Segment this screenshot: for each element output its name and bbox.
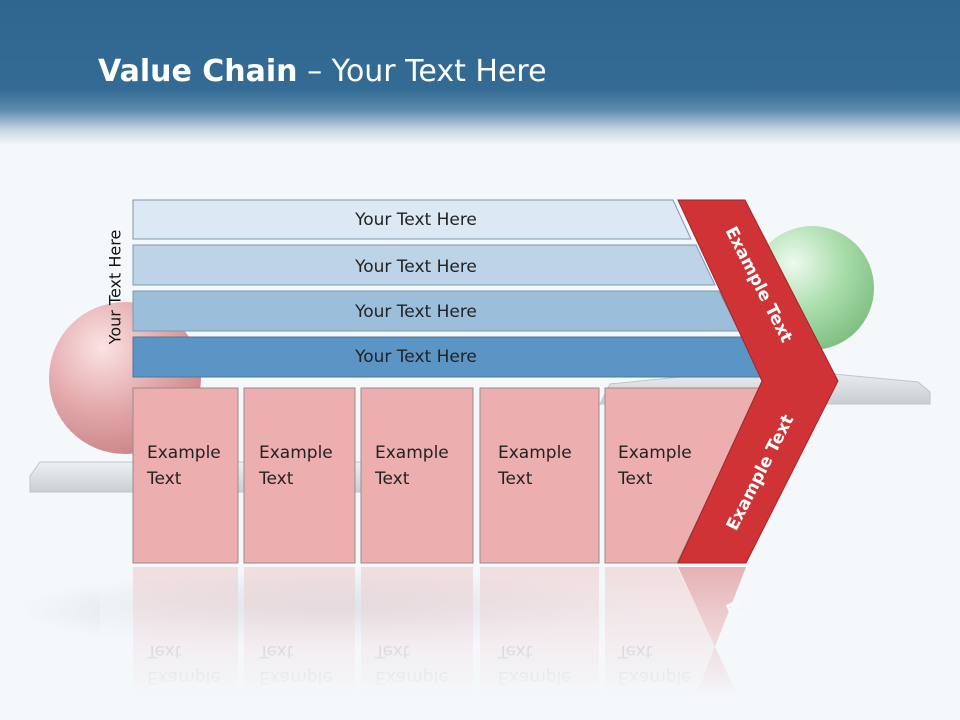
margin-chevron: Example Text Example Text	[677, 199, 839, 564]
primary-box-5-line-1: Example	[618, 443, 692, 463]
primary-box-1-line-2: Text	[146, 469, 182, 489]
support-bar-2-label: Your Text Here	[354, 257, 477, 277]
title-rest: – Your Text Here	[307, 54, 547, 89]
support-bar-3-label: Your Text Here	[354, 302, 477, 322]
primary-box-1-line-1: Example	[147, 443, 221, 463]
primary-box-3-line-2: Text	[374, 469, 410, 489]
primary-box-3-line-1: Example	[375, 443, 449, 463]
primary-box-4-line-2: Text	[497, 469, 533, 489]
primary-box-4-line-1: Example	[498, 443, 572, 463]
primary-box-2: Example Text	[243, 387, 356, 564]
support-activities: Your Text Here Your Text Here Your Text …	[132, 199, 763, 378]
title-bold: Value Chain	[98, 54, 298, 89]
primary-box-1: Example Text	[132, 387, 239, 564]
primary-box-3: Example Text	[360, 387, 474, 564]
support-bar-4: Your Text Here	[132, 336, 763, 378]
primary-box-2-line-1: Example	[259, 443, 333, 463]
primary-box-5: Example Text	[604, 387, 762, 564]
primary-box-2-line-2: Text	[258, 469, 294, 489]
slide-title: Value Chain – Your Text Here	[98, 54, 547, 89]
support-bar-4-label: Your Text Here	[354, 347, 477, 367]
side-label: Your Text Here	[105, 229, 125, 345]
title-banner	[0, 0, 960, 145]
support-bar-2: Your Text Here	[132, 244, 716, 286]
primary-box-5-line-2: Text	[617, 469, 653, 489]
primary-activities: Example Text Example Text Example Text E…	[132, 387, 762, 564]
support-bar-3: Your Text Here	[132, 290, 740, 332]
primary-box-4: Example Text	[479, 387, 600, 564]
support-bar-1: Your Text Here	[132, 199, 692, 240]
reflection-fade	[100, 566, 860, 720]
support-bar-1-label: Your Text Here	[354, 210, 477, 230]
